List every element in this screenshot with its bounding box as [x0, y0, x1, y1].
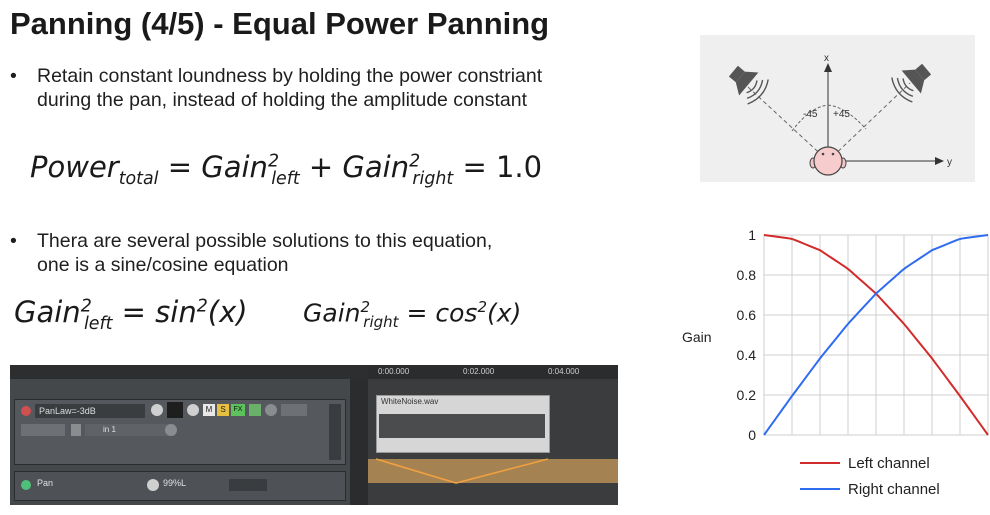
right-speaker-icon [891, 63, 932, 103]
input-arrow-icon[interactable] [71, 424, 81, 436]
ruler-tick: 0:02.000 [463, 367, 495, 376]
env-icon[interactable] [265, 404, 277, 416]
right-angle-arc [827, 104, 867, 130]
pan-envelope-knob-icon[interactable] [147, 479, 159, 491]
bullet-marker: • [10, 230, 17, 252]
sine-equation: Gain2left = sin2(x) [14, 295, 248, 334]
pan-knob-icon[interactable] [187, 404, 199, 416]
y-tick-label: 0.2 [737, 387, 757, 403]
y-tick-label: 0.8 [737, 267, 757, 283]
eq-plus: + [308, 150, 334, 184]
eq-sup: 2 [80, 296, 92, 317]
legend-label: Right channel [848, 481, 940, 498]
x-axis-arrow-icon [824, 63, 832, 72]
chart-grid [763, 234, 989, 436]
daw-track-panel: PanLaw=-3dB M S FX in 1 Pan 99%L [10, 379, 350, 505]
mute-button[interactable]: M [203, 404, 215, 416]
eq-arg: (x) [207, 295, 248, 329]
eq-gain: Gain [14, 295, 81, 329]
eq-sup: 2 [196, 296, 208, 317]
eq-power-sub: total [118, 168, 159, 189]
eq-gain: Gain [303, 298, 361, 328]
eq-fn: cos [435, 298, 478, 328]
angle-left-label: -45 [803, 109, 818, 120]
y-axis-arrow-icon [935, 157, 944, 165]
eq-arg: (x) [487, 298, 522, 328]
eq-sup: 2 [477, 298, 488, 316]
track-2-value: 99%L [163, 478, 187, 488]
ruler-tick: 0:00.000 [378, 367, 410, 376]
eq-gain-right: Gain [342, 150, 410, 184]
bullet-item-2: • Thera are several possible solutions t… [10, 229, 570, 279]
y-tick-label: 0.6 [737, 307, 757, 323]
input-select[interactable] [21, 424, 65, 436]
chart-y-ticks: 0 0.2 0.4 0.6 0.8 1 [737, 227, 757, 443]
left-speaker-line [747, 86, 829, 162]
volume-knob-icon[interactable] [151, 404, 163, 416]
track-1-name[interactable]: PanLaw=-3dB [35, 404, 145, 418]
bullet-marker: • [10, 65, 17, 87]
track-2[interactable]: Pan 99%L [14, 471, 346, 501]
cosine-equation: Gain2right = cos2(x) [303, 298, 522, 332]
daw-screenshot: PanLaw=-3dB M S FX in 1 Pan 99%L [10, 365, 618, 505]
fx-toggle-icon[interactable] [249, 404, 261, 416]
eq-rhs: 1.0 [495, 150, 543, 184]
pan-envelope-lane[interactable] [368, 459, 618, 483]
solo-button[interactable]: S [217, 404, 229, 416]
fx-button[interactable]: FX [231, 404, 245, 416]
io-icon[interactable] [281, 404, 307, 416]
slide-title: Panning (4/5) - Equal Power Panning [10, 6, 550, 41]
eq-sub: left [271, 168, 300, 189]
left-speaker-icon [728, 65, 769, 105]
eq-sub: right [363, 313, 399, 332]
series-line-right-channel [763, 234, 989, 436]
y-tick-label: 0.4 [737, 347, 757, 363]
record-arm-icon[interactable] [21, 406, 31, 416]
envelope-active-icon[interactable] [21, 480, 31, 490]
daw-divider[interactable] [350, 379, 368, 505]
bullet-text: Retain constant loundness by holding the… [37, 65, 543, 111]
eq-sup: 2 [409, 151, 421, 172]
input-dropdown-icon[interactable] [165, 424, 177, 436]
track-1-input[interactable]: in 1 [85, 424, 175, 436]
audio-clip[interactable]: WhiteNoise.wav [376, 395, 550, 453]
envelope-controls[interactable] [229, 479, 267, 491]
waveform [379, 414, 545, 438]
track-1[interactable]: PanLaw=-3dB M S FX in 1 [14, 399, 346, 465]
bullet-item-1: • Retain constant loundness by holding t… [10, 64, 570, 139]
listener-head-icon [809, 146, 847, 176]
chart-series [763, 234, 989, 436]
y-tick-label: 1 [748, 227, 756, 243]
right-speaker-line [827, 82, 911, 162]
eq-gain-left: Gain [201, 150, 268, 184]
track-1-number [329, 404, 341, 460]
angle-right-label: +45 [833, 109, 850, 120]
legend-label: Left channel [848, 455, 930, 472]
eq-sub: right [412, 168, 454, 189]
clip-name: WhiteNoise.wav [381, 397, 439, 406]
meter-icon [167, 402, 183, 418]
y-axis-label: y [947, 157, 952, 168]
chart-y-axis-label: Gain [682, 329, 712, 345]
y-tick-label: 0 [748, 427, 756, 443]
timeline-ruler[interactable]: 0:00.000 0:02.000 0:04.000 [368, 365, 618, 379]
arrange-view[interactable]: 0:00.000 0:02.000 0:04.000 WhiteNoise.wa… [368, 365, 618, 505]
x-axis-label: x [824, 53, 829, 64]
power-equation: Powertotal = Gain2left + Gain2right = 1.… [30, 150, 543, 189]
eq-sup: 2 [267, 151, 280, 172]
bullet-text: Thera are several possible solutions to … [37, 230, 493, 276]
track-2-name: Pan [37, 478, 54, 488]
eq-fn: sin [155, 295, 197, 329]
eq-power: Power [30, 150, 119, 184]
left-angle-arc [791, 104, 829, 132]
pan-envelope-line[interactable] [368, 453, 618, 493]
eq-sup: 2 [360, 298, 371, 316]
speaker-diagram: x y -45 +45 [700, 35, 975, 182]
ruler-tick: 0:04.000 [548, 367, 580, 376]
speaker-diagram-svg: x y -45 +45 [728, 53, 952, 176]
eq-sub: left [83, 313, 113, 334]
